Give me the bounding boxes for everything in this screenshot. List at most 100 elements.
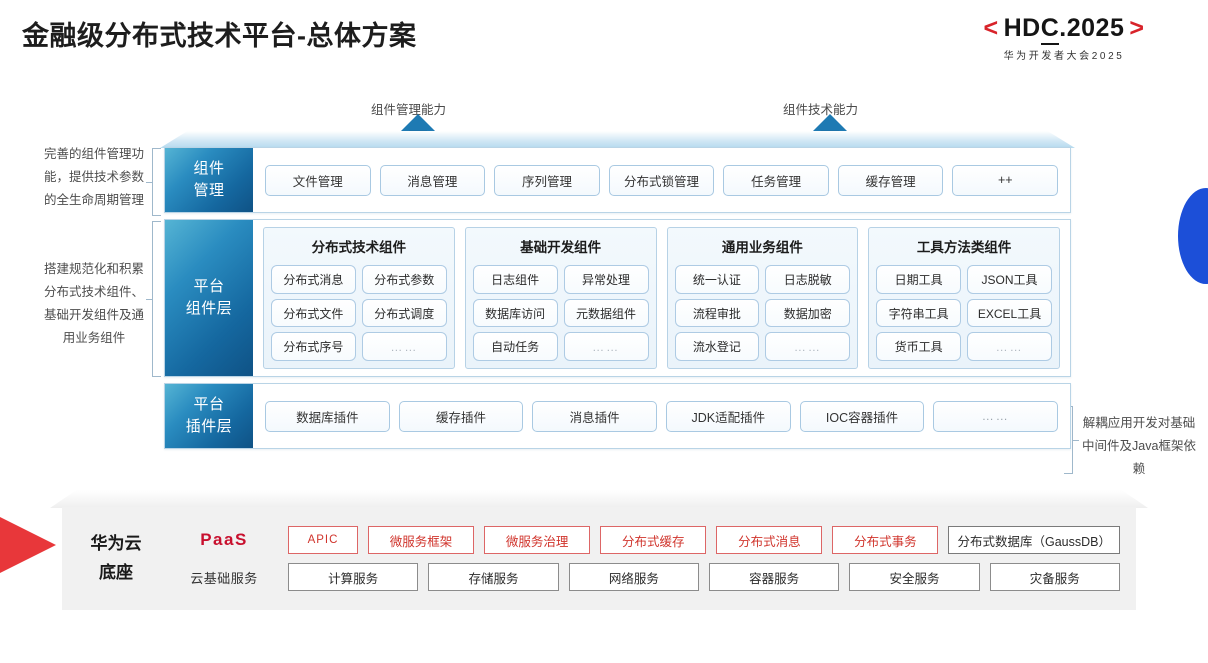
paas-row-cloud-basic: 云基础服务 计算服务 存储服务 网络服务 容器服务 安全服务 灾备服务 (170, 563, 1120, 591)
note-platform-components: 搭建规范化和积累分布式技术组件、基础开发组件及通用业务组件 (43, 262, 144, 346)
component-groups: 分布式技术组件 分布式消息 分布式参数 分布式文件 分布式调度 分布式序号 …… (253, 220, 1070, 376)
paas-row-services: PaaS APIC 微服务框架 微服务治理 分布式缓存 分布式消息 分布式事务 … (170, 526, 1120, 554)
arrow-label-component-management: 组件管理能力 (371, 103, 447, 117)
layer-tag-line1: 平台 (193, 278, 225, 296)
pbox-distributed-transaction[interactable]: 分布式事务 (832, 526, 939, 554)
layer-component-management: 组件 管理 文件管理 消息管理 序列管理 分布式锁管理 任务管理 缓存管理 ++ (164, 147, 1071, 213)
angle-bracket-right-icon: > (1129, 14, 1145, 42)
pbox-microservice-framework[interactable]: 微服务框架 (368, 526, 475, 554)
gchip-data-encryption[interactable]: 数据加密 (765, 298, 851, 328)
sbox-compute-service[interactable]: 计算服务 (288, 563, 419, 591)
chip-ioc-container-plugin[interactable]: IOC容器插件 (799, 400, 925, 432)
layer-tag-platform-component: 平台 组件层 (165, 220, 253, 376)
gchip-log-component[interactable]: 日志组件 (472, 265, 558, 294)
gchip-exception-handling[interactable]: 异常处理 (563, 265, 649, 294)
sbox-security-service[interactable]: 安全服务 (849, 563, 980, 591)
chip-distributed-lock-management[interactable]: 分布式锁管理 (608, 164, 715, 196)
architecture-stack: 组件 管理 文件管理 消息管理 序列管理 分布式锁管理 任务管理 缓存管理 ++… (160, 131, 1075, 481)
paas-left-line2: 底座 (99, 562, 133, 582)
hdc-logo-year: .2025 (1059, 14, 1125, 42)
gchip-database-access[interactable]: 数据库访问 (472, 298, 558, 328)
layer-tag-line2: 插件层 (185, 418, 233, 435)
chip-sequence-management[interactable]: 序列管理 (494, 164, 600, 196)
red-wedge-decoration (0, 499, 56, 591)
group-title-tool-methods: 工具方法类组件 (916, 240, 1012, 255)
gchip-process-approval[interactable]: 流程审批 (674, 298, 760, 328)
group-basic-development: 基础开发组件 日志组件 异常处理 数据库访问 元数据组件 自动任务 …… (464, 227, 657, 369)
page-title: 金融级分布式技术平台-总体方案 (22, 21, 417, 51)
chip-cache-management[interactable]: 缓存管理 (837, 164, 944, 196)
pbox-apic[interactable]: APIC (288, 526, 358, 554)
paas-left-line1: 华为云 (90, 533, 142, 553)
hdc-logo-main: <HDC.2025> (934, 14, 1194, 45)
paas-panel: 华为云 底座 PaaS APIC 微服务框架 微服务治理 分布式缓存 分布式消息… (62, 507, 1136, 610)
hdc-logo: <HDC.2025> 华为开发者大会2025 (934, 14, 1194, 62)
paas-left-label: 华为云 底座 (62, 530, 170, 588)
gchip-more-dots[interactable]: …… (765, 332, 851, 362)
layer-tag-line1: 组件 (193, 160, 225, 178)
bracket-platform-components (146, 221, 161, 377)
gchip-more-dots[interactable]: …… (563, 332, 649, 362)
group-title-distributed-tech: 分布式技术组件 (311, 240, 407, 255)
chip-more-dots[interactable]: …… (933, 400, 1059, 432)
group-distributed-tech: 分布式技术组件 分布式消息 分布式参数 分布式文件 分布式调度 分布式序号 …… (263, 227, 455, 369)
layer-tag-platform-plugin: 平台 插件层 (165, 384, 253, 448)
chip-jdk-adapter-plugin[interactable]: JDK适配插件 (666, 400, 791, 432)
stack-top-bevel (160, 131, 1075, 148)
angle-bracket-left-icon: < (983, 14, 999, 42)
gchip-distributed-schedule[interactable]: 分布式调度 (361, 298, 447, 328)
layer-body-component-management: 文件管理 消息管理 序列管理 分布式锁管理 任务管理 缓存管理 ++ (253, 148, 1070, 212)
layer-tag-component-management: 组件 管理 (165, 148, 253, 212)
layer-platform-plugin: 平台 插件层 数据库插件 缓存插件 消息插件 JDK适配插件 IOC容器插件 …… (164, 383, 1071, 449)
sbox-storage-service[interactable]: 存储服务 (428, 563, 559, 591)
group-title-general-business: 通用业务组件 (721, 240, 803, 255)
gchip-distributed-parameter[interactable]: 分布式参数 (361, 265, 447, 294)
gchip-distributed-sequence[interactable]: 分布式序号 (271, 332, 356, 362)
chip-cache-plugin[interactable]: 缓存插件 (398, 400, 524, 432)
pbox-microservice-governance[interactable]: 微服务治理 (484, 526, 591, 554)
pbox-distributed-message[interactable]: 分布式消息 (716, 526, 823, 554)
paas-top-bevel (50, 490, 1148, 508)
gchip-currency-tool[interactable]: 货币工具 (876, 332, 962, 362)
blue-circle-decoration (1178, 188, 1208, 284)
gchip-log-desensitization[interactable]: 日志脱敏 (765, 265, 851, 294)
sbox-network-service[interactable]: 网络服务 (568, 563, 699, 591)
gchip-string-tool[interactable]: 字符串工具 (876, 298, 962, 328)
gchip-distributed-message[interactable]: 分布式消息 (271, 265, 356, 294)
gchip-unified-authentication[interactable]: 统一认证 (674, 265, 760, 294)
sbox-disaster-recovery-service[interactable]: 灾备服务 (989, 563, 1120, 591)
chip-database-plugin[interactable]: 数据库插件 (265, 400, 390, 432)
chip-more-plus[interactable]: ++ (952, 164, 1059, 196)
group-general-business: 通用业务组件 统一认证 日志脱敏 流程审批 数据加密 流水登记 …… (666, 227, 859, 369)
hdc-logo-c: C (1040, 14, 1060, 45)
layer-tag-line2: 组件层 (185, 300, 233, 317)
gchip-json-tool[interactable]: JSON工具 (967, 265, 1052, 294)
sbox-container-service[interactable]: 容器服务 (708, 563, 840, 591)
chip-message-management[interactable]: 消息管理 (379, 164, 486, 196)
layer-platform-component: 平台 组件层 分布式技术组件 分布式消息 分布式参数 分布式文件 分布式调度 分… (164, 219, 1071, 377)
chip-task-management[interactable]: 任务管理 (723, 164, 829, 196)
layer-tag-line2: 管理 (193, 182, 225, 199)
pbox-distributed-database-gaussdb[interactable]: 分布式数据库（GaussDB） (948, 526, 1120, 554)
chip-message-plugin[interactable]: 消息插件 (532, 400, 658, 432)
paas-rows: PaaS APIC 微服务框架 微服务治理 分布式缓存 分布式消息 分布式事务 … (170, 526, 1136, 591)
arrow-label-component-technology: 组件技术能力 (783, 103, 859, 117)
group-tool-methods: 工具方法类组件 日期工具 JSON工具 字符串工具 EXCEL工具 货币工具 …… (868, 227, 1060, 369)
layer-tag-line1: 平台 (193, 396, 225, 414)
gchip-date-tool[interactable]: 日期工具 (876, 265, 962, 294)
gchip-metadata-component[interactable]: 元数据组件 (563, 298, 649, 328)
chip-file-management[interactable]: 文件管理 (265, 164, 371, 196)
pbox-distributed-cache[interactable]: 分布式缓存 (600, 526, 707, 554)
gchip-excel-tool[interactable]: EXCEL工具 (967, 298, 1052, 328)
note-decoupling: 解耦应用开发对基础中间件及Java框架依赖 (1082, 416, 1196, 477)
gchip-automatic-task[interactable]: 自动任务 (472, 332, 558, 362)
layer-body-platform-plugin: 数据库插件 缓存插件 消息插件 JDK适配插件 IOC容器插件 …… (253, 384, 1070, 448)
group-title-basic-development: 基础开发组件 (520, 240, 602, 255)
gchip-distributed-file[interactable]: 分布式文件 (271, 298, 356, 328)
bracket-component-management (146, 148, 161, 216)
gchip-more-dots[interactable]: …… (967, 332, 1052, 362)
gchip-transaction-registration[interactable]: 流水登记 (674, 332, 760, 362)
hdc-logo-subtitle: 华为开发者大会2025 (1003, 51, 1125, 62)
paas-row-label: PaaS (200, 530, 248, 549)
gchip-more-dots[interactable]: …… (361, 332, 447, 362)
